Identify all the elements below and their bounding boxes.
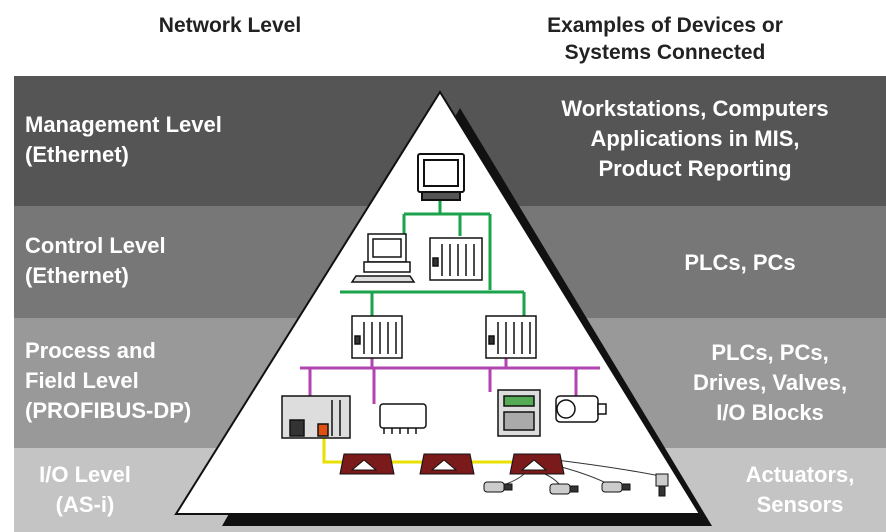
asi-module-3 [509,453,565,475]
examples-io: Actuators, Sensors [720,460,880,520]
sensor-2 [549,483,579,495]
example-line: I/O Blocks [716,400,824,425]
sensor-3 [601,481,631,493]
level-name-line: I/O Level [39,462,131,487]
header-examples-line1: Examples of Devices or [547,14,783,37]
ethernet-bus-upper [402,200,492,290]
asi-module-1 [339,453,395,475]
level-name-line: Field Level [25,368,139,393]
level-name-line: (AS-i) [55,492,115,517]
plc-rack-control [429,237,483,281]
level-label-io: I/O Level (AS-i) [25,460,145,520]
pc-computer [350,233,416,283]
sensor-1 [483,481,513,493]
plc-io-unit [281,395,351,439]
ethernet-bus-lower [340,290,526,316]
profibus-bus [300,358,600,404]
example-line: Actuators, [745,462,855,487]
level-label-process-field: Process and Field Level (PROFIBUS-DP) [25,336,191,426]
example-line: Sensors [756,492,844,517]
examples-process-field: PLCs, PCs, Drives, Valves, I/O Blocks [660,338,880,428]
example-line: Product Reporting [598,156,792,181]
header-examples: Examples of Devices or Systems Connected [500,12,830,66]
level-name-line: (Ethernet) [25,263,129,288]
example-line: Workstations, Computers [561,96,829,121]
workstation-monitor [417,153,465,201]
examples-management: Workstations, Computers Applications in … [530,94,860,184]
actuator [655,473,669,497]
asi-module-2 [419,453,475,475]
example-line: PLCs, PCs, [711,340,829,365]
level-name-line: (PROFIBUS-DP) [25,398,192,423]
example-line: PLCs, PCs [684,250,796,275]
examples-control: PLCs, PCs [620,248,860,278]
header-examples-line2: Systems Connected [564,41,766,64]
level-label-control: Control Level (Ethernet) [25,231,166,291]
plc-rack-right [485,315,537,359]
level-label-management: Management Level (Ethernet) [25,110,222,170]
header-network-level: Network Level [158,14,302,37]
level-name-line: (Ethernet) [25,142,129,167]
level-name-line: Management Level [25,112,222,137]
plc-rack-left [351,315,403,359]
example-line: Applications in MIS, [590,126,800,151]
example-line: Drives, Valves, [692,370,848,395]
io-block [379,403,427,434]
level-name-line: Process and [25,338,156,363]
motor [555,395,607,423]
level-name-line: Control Level [25,233,166,258]
drive-unit [497,389,541,437]
